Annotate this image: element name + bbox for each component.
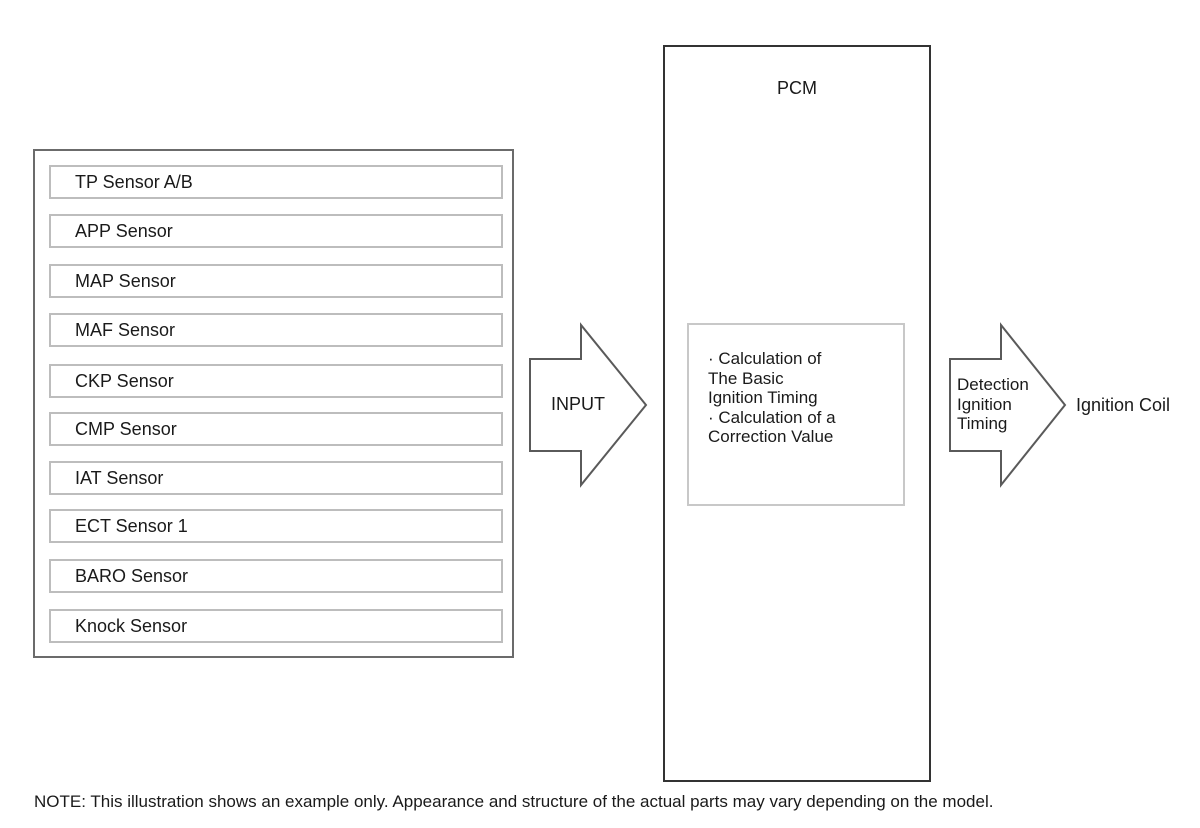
calculation-box: · Calculation of The Basic Ignition Timi… [687,323,905,506]
sensor-iat: IAT Sensor [49,461,503,495]
note-text: NOTE: This illustration shows an example… [34,792,994,811]
sensor-maf: MAF Sensor [49,313,503,347]
detection-line: Ignition [957,394,1012,414]
ignition-coil-label: Ignition Coil [1076,395,1171,415]
sensor-baro: BARO Sensor [49,559,503,593]
input-label: INPUT [551,394,605,414]
pcm-box: PCM · Calculation of The Basic Ignition … [663,45,931,782]
detection-line: Detection [957,375,1029,394]
detection-line: Timing [957,414,1008,433]
calc-line: · Calculation of [708,349,822,368]
output-arrow [949,322,1067,488]
input-arrow [529,322,648,488]
sensor-map: MAP Sensor [49,264,503,298]
calc-line: Ignition Timing [708,388,818,407]
pcm-title: PCM [777,78,817,98]
sensor-ect: ECT Sensor 1 [49,509,503,543]
sensor-cmp: CMP Sensor [49,412,503,446]
sensor-ckp: CKP Sensor [49,364,503,398]
calc-line: The Basic [708,368,784,388]
sensor-app: APP Sensor [49,214,503,248]
sensor-tp: TP Sensor A/B [49,165,503,199]
sensor-knock: Knock Sensor [49,609,503,643]
detection-label: Detection Ignition Timing [957,375,1029,434]
sensor-group: TP Sensor A/B APP Sensor MAP Sensor MAF … [33,149,514,658]
calc-line: Correction Value [708,427,834,446]
calc-line: · Calculation of a [708,407,836,427]
